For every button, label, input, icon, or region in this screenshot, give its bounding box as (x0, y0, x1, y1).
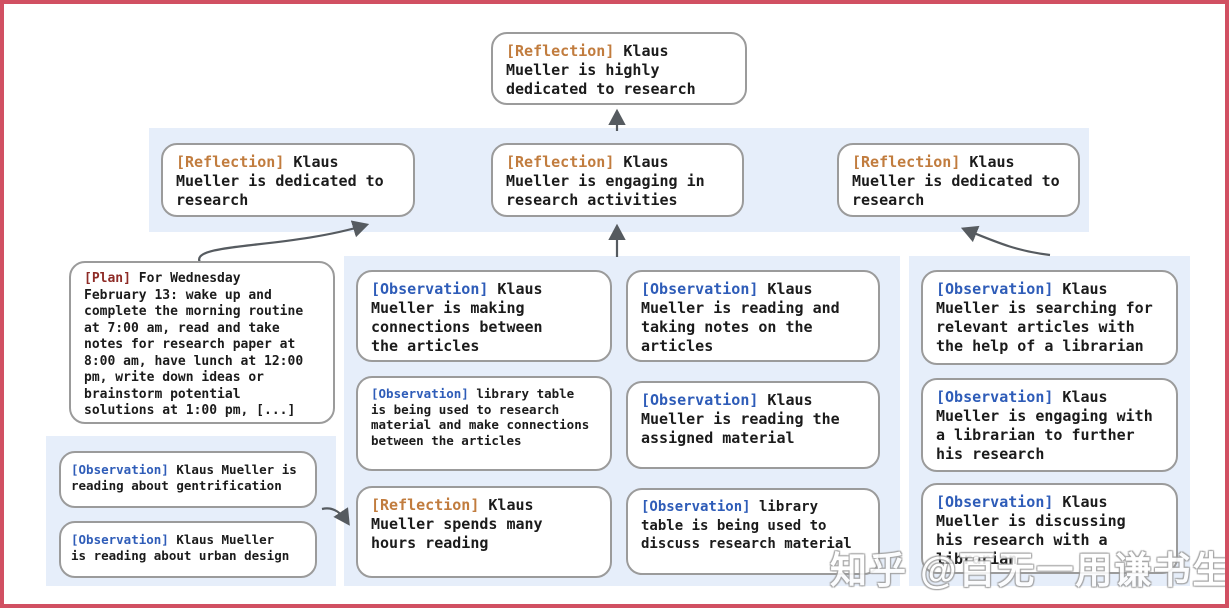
observation-label: [Observation] (936, 388, 1054, 406)
node-body: Klaus Mueller is reading about urban des… (71, 532, 290, 563)
node-observation-engaging-librarian: [Observation] Klaus Mueller is engaging … (921, 378, 1178, 472)
node-body: Klaus Mueller is dedicated to research (852, 153, 1060, 209)
node-text: [Reflection] Klaus Mueller is dedicated … (176, 153, 400, 210)
reflection-label: [Reflection] (371, 496, 480, 514)
node-body: Klaus Mueller is engaging in research ac… (506, 153, 705, 209)
reflection-label: [Reflection] (506, 42, 615, 60)
node-reflection-row2-right: [Reflection] Klaus Mueller is dedicated … (837, 143, 1080, 217)
reflection-label: [Reflection] (852, 153, 961, 171)
observation-label: [Observation] (71, 462, 169, 477)
node-text: [Plan] For Wednesday February 13: wake u… (84, 271, 320, 420)
observation-label: [Observation] (936, 280, 1054, 298)
node-text: [Reflection] Klaus Mueller spends many h… (371, 496, 597, 553)
node-text: [Observation] Klaus Mueller is reading a… (71, 462, 305, 494)
node-reflection-row2-middle: [Reflection] Klaus Mueller is engaging i… (491, 143, 744, 217)
node-body: Klaus Mueller spends many hours reading (371, 496, 543, 552)
node-text: [Reflection] Klaus Mueller is engaging i… (506, 153, 729, 210)
edge-rightband-to-right-reflection (960, 225, 1051, 257)
node-observation-searching-articles: [Observation] Klaus Mueller is searching… (921, 270, 1178, 365)
node-body: For Wednesday February 13: wake up and c… (84, 271, 304, 418)
observation-label: [Observation] (641, 280, 759, 298)
observation-label: [Observation] (936, 493, 1054, 511)
node-text: [Observation] Klaus Mueller is making co… (371, 280, 597, 356)
node-body: Klaus Mueller is reading about gentrific… (71, 462, 297, 493)
node-body: Klaus Mueller is making connections betw… (371, 280, 543, 355)
node-reflection-row2-left: [Reflection] Klaus Mueller is dedicated … (161, 143, 415, 217)
node-observation-gentrification: [Observation] Klaus Mueller is reading a… (59, 451, 317, 508)
node-body: Klaus Mueller is dedicated to research (176, 153, 384, 209)
observation-label: [Observation] (371, 280, 489, 298)
node-text: [Observation] library table is being use… (641, 498, 865, 554)
node-text: [Reflection] Klaus Mueller is highly ded… (506, 42, 732, 99)
observation-label: [Observation] (641, 499, 751, 515)
node-observation-library-table-discuss: [Observation] library table is being use… (626, 488, 880, 575)
node-body: Klaus Mueller is reading and taking note… (641, 280, 840, 355)
node-observation-taking-notes: [Observation] Klaus Mueller is reading a… (626, 270, 880, 362)
node-observation-making-connections: [Observation] Klaus Mueller is making co… (356, 270, 612, 362)
node-observation-urban-design: [Observation] Klaus Mueller is reading a… (59, 521, 317, 578)
zhihu-watermark: 知乎 @百无一用谦书生 (830, 550, 1229, 591)
node-plan: [Plan] For Wednesday February 13: wake u… (69, 261, 335, 424)
node-reflection-top: [Reflection] Klaus Mueller is highly ded… (491, 32, 747, 105)
node-observation-library-table-research: [Observation] library table is being use… (356, 376, 612, 471)
node-observation-assigned-material: [Observation] Klaus Mueller is reading t… (626, 381, 880, 469)
node-body: library table is being used to discuss r… (641, 499, 852, 552)
node-text: [Observation] Klaus Mueller is engaging … (936, 388, 1163, 464)
reflection-label: [Reflection] (506, 153, 615, 171)
node-text: [Observation] Klaus Mueller is reading a… (641, 280, 865, 356)
node-body: Klaus Mueller is reading the assigned ma… (641, 391, 840, 447)
node-body: Klaus Mueller is searching for relevant … (936, 280, 1153, 355)
observation-label: [Observation] (371, 386, 469, 401)
observation-label: [Observation] (641, 391, 759, 409)
node-body: library table is being used to research … (371, 386, 590, 448)
node-observation-discussing-research: [Observation] Klaus Mueller is discussin… (921, 483, 1178, 574)
node-body: Klaus Mueller is highly dedicated to res… (506, 42, 696, 98)
node-body: Klaus Mueller is engaging with a librari… (936, 388, 1153, 463)
node-text: [Observation] Klaus Mueller is searching… (936, 280, 1163, 356)
node-text: [Observation] Klaus Mueller is reading a… (71, 532, 305, 564)
node-reflection-spends-hours-reading: [Reflection] Klaus Mueller spends many h… (356, 486, 612, 578)
plan-label: [Plan] (84, 271, 131, 286)
observation-label: [Observation] (71, 532, 169, 547)
node-text: [Observation] library table is being use… (371, 386, 597, 448)
reflection-label: [Reflection] (176, 153, 285, 171)
node-text: [Observation] Klaus Mueller is reading t… (641, 391, 865, 448)
node-text: [Reflection] Klaus Mueller is dedicated … (852, 153, 1065, 210)
node-body: Klaus Mueller is discussing his research… (936, 493, 1126, 568)
node-text: [Observation] Klaus Mueller is discussin… (936, 493, 1163, 569)
